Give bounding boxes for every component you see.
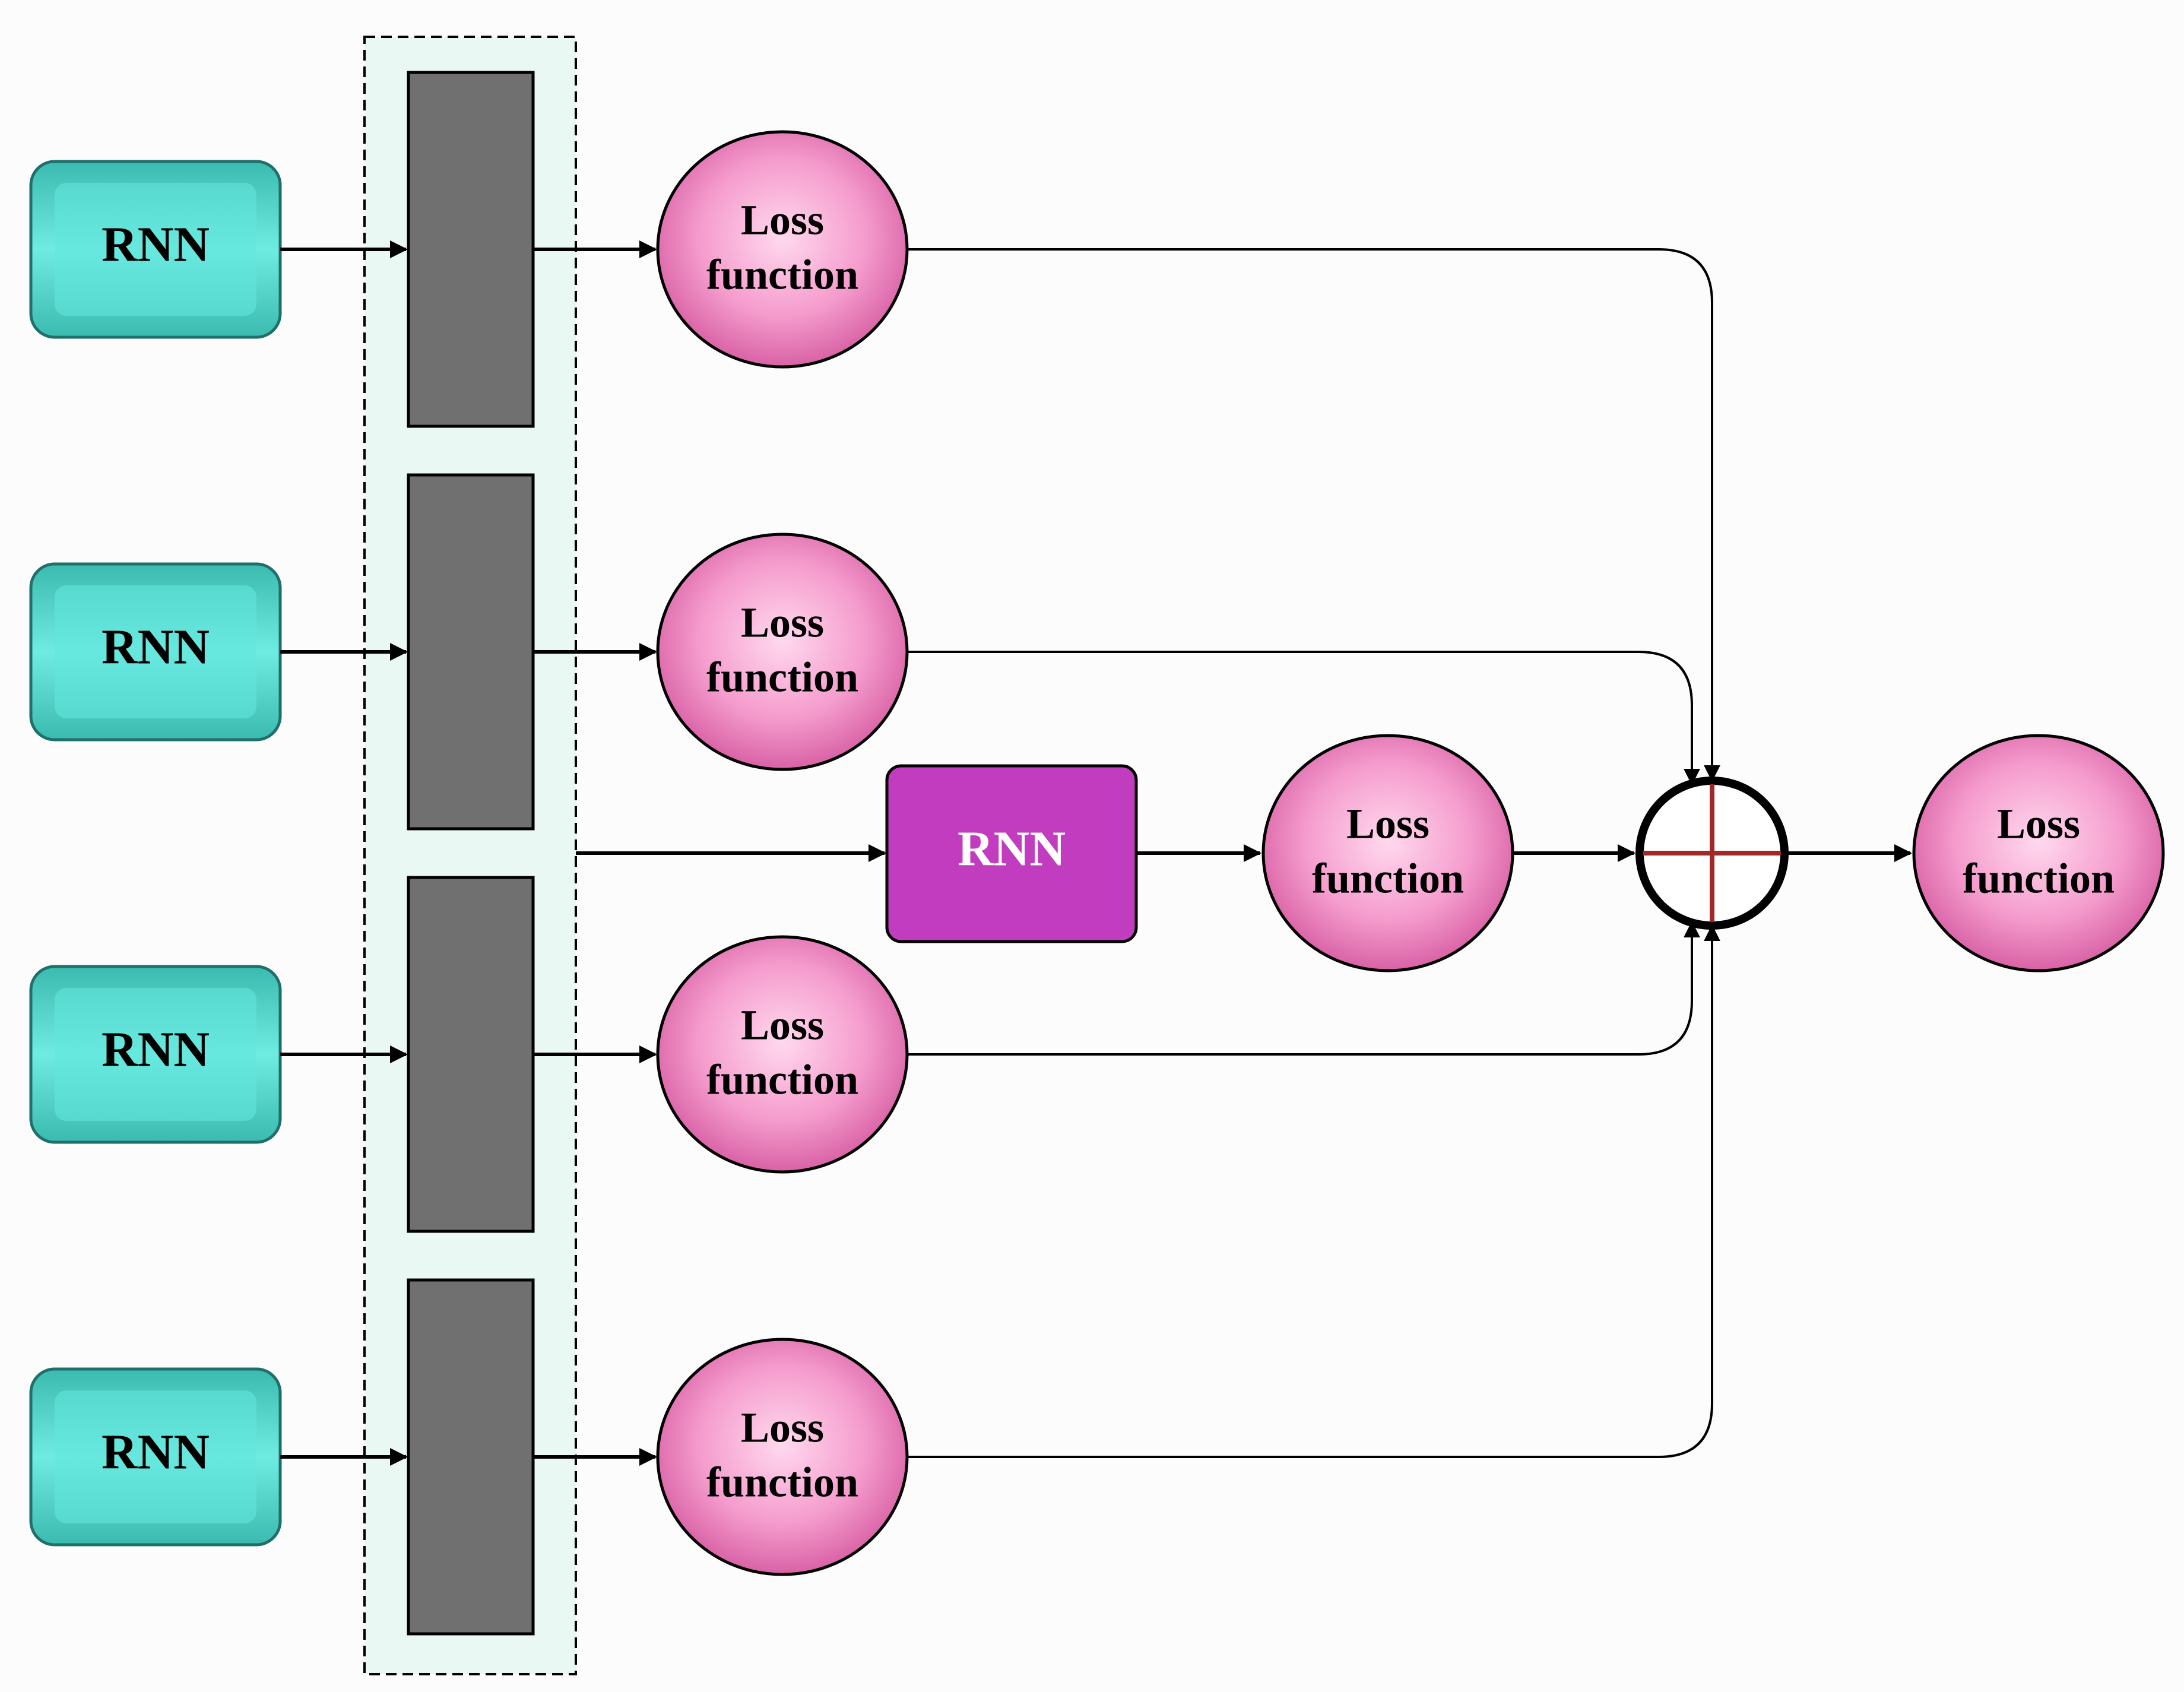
shared-loss: Loss function — [1261, 734, 1514, 972]
feature-block — [407, 473, 535, 831]
loss-label-line2: function — [1312, 855, 1464, 902]
rnn-input-label: RNN — [102, 217, 210, 272]
loss-label-line2: function — [706, 1459, 858, 1506]
branch-loss-2: Loss function — [656, 935, 909, 1174]
final-loss: Loss function — [1912, 734, 2165, 972]
circle-plus-icon — [1635, 777, 1789, 930]
shared-rnn: RNN — [885, 764, 1138, 943]
loss-label-line1: Loss — [741, 1404, 824, 1452]
rnn-input-label: RNN — [102, 1424, 210, 1479]
rnn-input-2: RNN — [29, 965, 282, 1144]
sum-connectors — [907, 248, 1720, 1458]
rnn-input-1: RNN — [29, 562, 282, 742]
rnn-input-label: RNN — [102, 1022, 210, 1077]
loss-label-line1: Loss — [741, 1002, 824, 1049]
loss-label-line2: function — [706, 654, 858, 701]
loss-label-line2: function — [706, 1056, 858, 1104]
shared-rnn-label: RNN — [958, 821, 1066, 876]
feature-block — [407, 1278, 535, 1636]
input-arrows — [280, 240, 408, 1466]
feature-blocks — [407, 71, 535, 1636]
loss-label-line1: Loss — [741, 197, 824, 244]
branch-loss-1: Loss function — [656, 533, 909, 771]
loss-label-line1: Loss — [1346, 800, 1429, 848]
rnn-input-0: RNN — [29, 160, 282, 339]
rnn-input-3: RNN — [29, 1367, 282, 1547]
loss-label-line1: Loss — [1997, 800, 2080, 848]
loss-label-line2: function — [706, 251, 858, 299]
branch-loss-3: Loss function — [656, 1338, 909, 1576]
feature-arrows — [533, 240, 886, 1466]
feature-block — [407, 876, 535, 1233]
branch-loss-0: Loss function — [656, 130, 909, 369]
feature-block — [407, 71, 535, 428]
loss-label-line2: function — [1963, 855, 2115, 902]
rnn-input-label: RNN — [102, 619, 210, 674]
loss-label-line1: Loss — [741, 599, 824, 647]
